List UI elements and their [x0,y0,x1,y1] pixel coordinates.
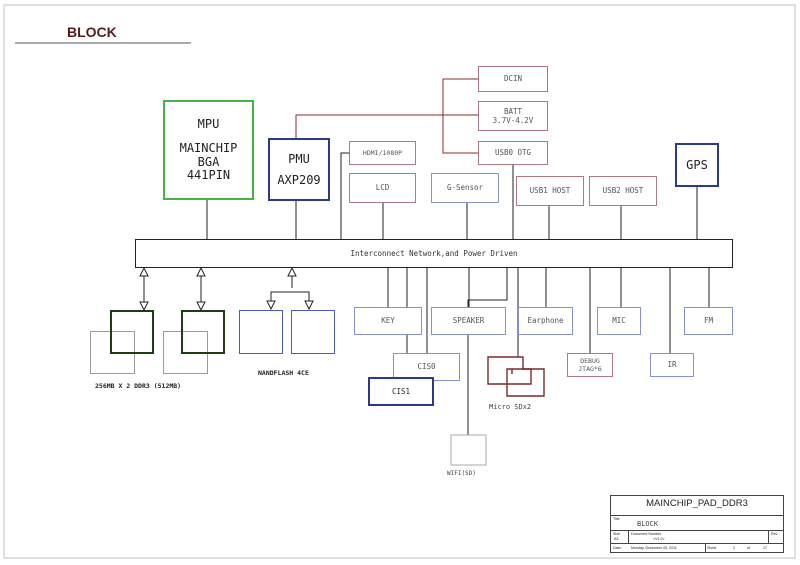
usb0-otg-block: USB0 OTG [478,141,548,165]
title-row: Title BLOCK [611,515,783,530]
title-block: MAINCHIP_PAD_DDR3 Title BLOCK Size A3 Do… [610,495,784,553]
docnum-caption: Document Number [631,532,662,536]
title-caption: Title [613,517,620,521]
wifi-sd-icon [450,434,487,466]
nandflash-chip-2 [291,310,335,354]
mpu-title: MPU [197,116,220,131]
date-value: Monday, December 05, 2011 [631,546,677,550]
tb-divider-3 [705,543,706,553]
of-caption: of [747,546,750,550]
power-lines [295,78,478,154]
usb2-host-block: USB2 HOST [589,176,657,206]
usb1-host-block: USB1 HOST [516,176,584,206]
micro-sd-icon [487,356,545,397]
mpu-body: MAINCHIP BGA 441PIN [179,140,238,183]
tb-divider-2 [768,530,769,543]
mpu-block: MPU MAINCHIP BGA 441PIN [163,100,254,200]
wifi-sd-label: WIFI(SD) [447,470,476,477]
pmu-title: PMU [288,151,310,166]
ir-block: IR [650,353,694,377]
key-block: KEY [354,307,422,335]
docnum-row: Size A3 Document Number <V1.0> Rev [611,530,783,543]
ddr-chip-2 [181,310,225,354]
lcd-block: LCD [349,173,416,203]
tb-divider-1 [628,530,629,543]
page-heading: BLOCK [67,24,117,40]
sheet-caption: Sheet [707,546,717,550]
size-value: A3 [614,537,619,541]
date-caption: Date: [613,546,622,550]
pmu-body: AXP209 [277,172,321,187]
total-sheets: 17 [763,546,767,550]
ddr-chip-1 [110,310,154,354]
gps-block: GPS [675,143,719,187]
nandflash-label: NANDFLASH 4CE [258,369,309,377]
nandflash-chip-1 [239,310,283,354]
docnum-value: <V1.0> [653,537,665,541]
dcin-block: DCIN [478,66,548,92]
ddr-label: 256MB X 2 DDR3 (512MB) [95,382,182,390]
pmu-block: PMU AXP209 [268,138,330,201]
mic-block: MIC [597,307,641,335]
date-row: Date: Monday, December 05, 2011 Sheet 2 … [611,543,783,553]
sheet-value: 2 [733,546,735,550]
batt-block: BATT 3.7V-4.2V [478,101,548,131]
rev-caption: Rev [771,532,778,536]
earphone-block: Earphone [518,307,573,335]
title-value: BLOCK [637,520,659,528]
cis0-block: CIS0 [393,353,460,381]
title-block-name: MAINCHIP_PAD_DDR3 [646,498,748,509]
fm-block: FM [684,307,733,335]
g-sensor-block: G-Sensor [431,173,499,203]
size-caption: Size [613,532,620,536]
debug-jtag-block: DEBUG JTAG*6 [567,353,613,377]
hdmi-block: HDMI/1080P [349,141,416,165]
arrowheads [139,266,314,312]
interconnect-bus: Interconnect Network,and Power Driven [135,239,733,268]
micro-sd-label: Micro SDx2 [489,403,532,411]
cis1-block: CIS1 [368,377,434,406]
speaker-block: SPEAKER [431,307,506,335]
